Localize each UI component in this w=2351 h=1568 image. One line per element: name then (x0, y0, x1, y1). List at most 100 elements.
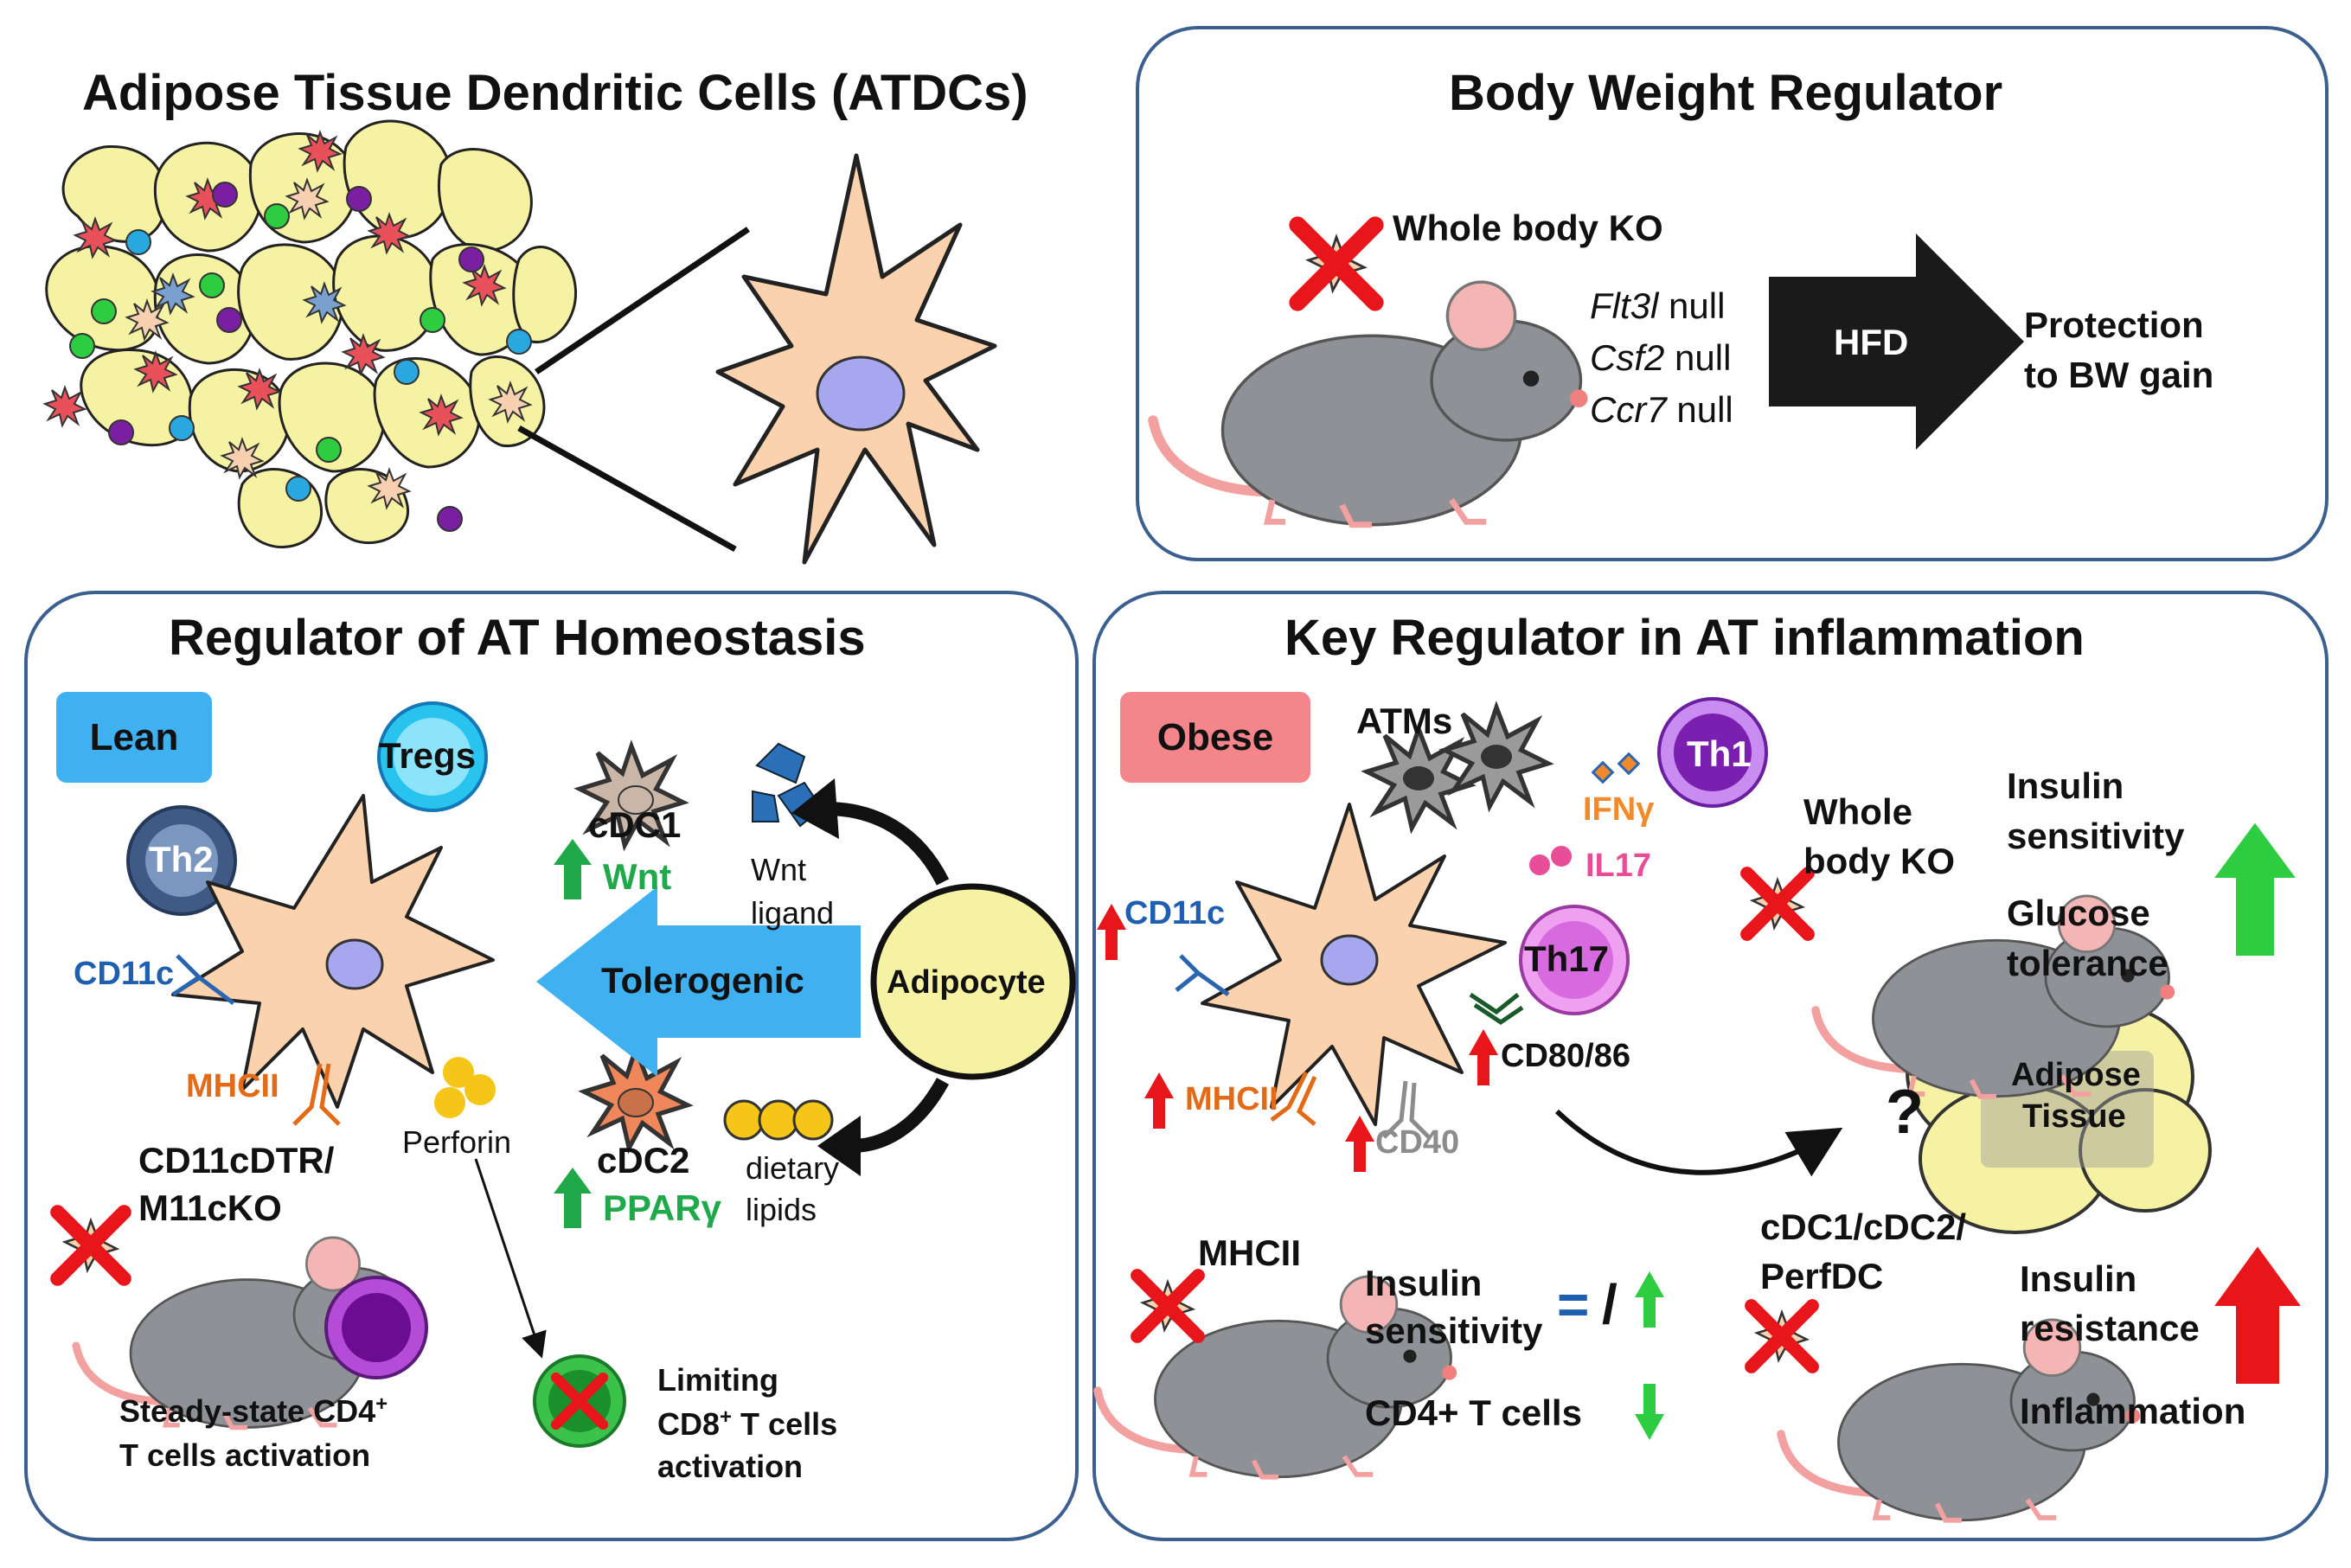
label-ppar: PPARγ (603, 1187, 721, 1228)
wnt-ligand-icon (752, 742, 823, 828)
gene-ccr7: Ccr7 null (1590, 389, 1733, 430)
th1-cell (1657, 697, 1768, 808)
cd11c-receptor-lean (171, 954, 235, 1005)
label-slash: / (1602, 1273, 1618, 1335)
ppar-up-arrow (554, 1168, 592, 1228)
adipocyte-to-lipid-arrow (851, 1078, 950, 1153)
cd4-t-cell (324, 1276, 428, 1379)
label-cd40: CD40 (1375, 1124, 1460, 1161)
label-adipose-1: Adipose (2011, 1057, 2141, 1093)
label-cdc-ko-2: PerfDC (1760, 1256, 1884, 1296)
label-wnt: Wnt (603, 856, 672, 897)
label-mhcii-obese: MHCII (1185, 1081, 1278, 1117)
lean-badge-label: Lean (89, 715, 179, 758)
tolerogenic-arrow (536, 886, 861, 1077)
dc-lean (171, 794, 495, 1109)
title-body-weight: Body Weight Regulator (1449, 65, 2003, 121)
label-cdc-ko-1: cDC1/cDC2/ (1760, 1206, 1967, 1247)
adipocyte-cell (870, 883, 1076, 1080)
hfd-arrow (1769, 234, 2024, 450)
cd11c-receptor-obese (1175, 954, 1230, 997)
outcome-line-2: to BW gain (2024, 355, 2214, 395)
label-cd4: CD4+ T cells (1365, 1392, 1582, 1433)
label-ins-res-2: resistance (2020, 1308, 2200, 1348)
label-limiting-2: CD8+ T cells (657, 1405, 838, 1442)
label-whole-2: body KO (1803, 841, 1955, 881)
label-mhcii-ko: MHCII (1198, 1232, 1301, 1273)
th17-cell (1519, 905, 1630, 1015)
lean-badge (56, 692, 212, 783)
label-tregs: Tregs (379, 735, 477, 776)
label-il17: IL17 (1585, 848, 1652, 884)
label-ins-sens-1: Insulin (2007, 765, 2124, 806)
atm-cells (1367, 707, 1548, 828)
label-atms: ATMs (1356, 701, 1453, 741)
label-steady-state-2: T cells activation (119, 1437, 371, 1473)
label-ins-res-1: Insulin (2020, 1258, 2137, 1299)
label-ins2-1: Insulin (1365, 1263, 1483, 1303)
label-model-1: CD11cDTR/ (138, 1140, 335, 1181)
label-th2: Th2 (149, 839, 214, 880)
label-cd11c-obese: CD11c (1124, 895, 1226, 931)
label-cdc2: cDC2 (597, 1140, 690, 1181)
dietary-lipid-icon (723, 1099, 834, 1141)
label-glucose-2: tolerance (2007, 943, 2168, 983)
label-whole-1: Whole (1803, 791, 1912, 832)
label-ins2-2: sensitivity (1365, 1310, 1543, 1351)
mhcii-receptor-obese (1270, 1071, 1317, 1126)
label-model-2: M11cKO (138, 1187, 282, 1228)
outcome-line-1: Protection (2024, 304, 2204, 345)
mhcii-receptor-lean (292, 1063, 341, 1126)
adipocyte-to-wnt-arrow (825, 802, 950, 886)
perforin-to-cd8-arrow (474, 1158, 547, 1359)
label-perforin: Perforin (402, 1124, 512, 1160)
wnt-up-arrow (554, 839, 592, 899)
label-cd80: CD80/86 (1501, 1038, 1630, 1074)
green-up-arrow-small (1635, 1271, 1664, 1328)
label-steady-state: Steady-state CD4+ (119, 1392, 388, 1429)
label-inflammation: Inflammation (2020, 1391, 2246, 1431)
panel-inflammation (1092, 591, 2329, 1541)
label-cdc1: cDC1 (588, 804, 682, 845)
label-glucose-1: Glucose (2007, 893, 2150, 933)
label-equals: = (1557, 1273, 1590, 1335)
label-adipose-2: Tissue (2022, 1098, 2126, 1135)
dc-obese (1201, 803, 1507, 1126)
arrowhead-lipid (817, 1116, 861, 1176)
label-wnt-ligand-1: Wnt (751, 852, 807, 887)
label-wnt-ligand-2: ligand (751, 895, 835, 931)
cd40-receptor (1382, 1080, 1431, 1139)
panel-homeostasis (24, 591, 1079, 1541)
label-th1: Th1 (1687, 733, 1752, 774)
label-hfd: HFD (1834, 322, 1909, 362)
title-inflammation: Key Regulator in AT inflammation (1284, 610, 2085, 666)
label-tolerogenic: Tolerogenic (601, 960, 804, 1001)
red-up-arrow-large (2214, 1246, 2301, 1384)
gene-flt3l: Flt3l null (1590, 285, 1726, 326)
green-up-arrow-large (2214, 822, 2296, 956)
label-ins-sens-2: sensitivity (2007, 816, 2185, 856)
label-mhcii-lean: MHCII (186, 1068, 279, 1104)
label-cd11c-lean: CD11c (74, 956, 175, 992)
label-question: ? (1886, 1078, 1924, 1147)
label-whole-body-ko: Whole body KO (1393, 208, 1663, 248)
il17-icon (1529, 846, 1572, 875)
zoom-line-bottom (517, 425, 737, 553)
dc-to-adipose-arrow (1554, 1109, 1843, 1177)
label-ifn: IFNγ (1583, 791, 1655, 828)
label-limiting-3: activation (657, 1449, 804, 1484)
tregs-cell (377, 701, 488, 812)
label-dietary-1: dietary (746, 1150, 840, 1186)
gene-csf2: Csf2 null (1590, 337, 1732, 378)
green-down-arrow-small (1635, 1384, 1664, 1440)
label-th17: Th17 (1524, 938, 1610, 979)
title-atdc: Adipose Tissue Dendritic Cells (ATDCs) (82, 65, 1028, 121)
arrowhead-wnt (791, 778, 839, 839)
mouse-whole-body-ko (1153, 282, 1588, 525)
dendritic-cell-large (715, 153, 997, 565)
obese-badge-label: Obese (1156, 715, 1274, 758)
cd80-receptor (1469, 992, 1524, 1026)
adipose-tissue-cluster (44, 119, 578, 549)
obese-badge (1120, 692, 1310, 783)
label-limiting-1: Limiting (657, 1362, 778, 1398)
